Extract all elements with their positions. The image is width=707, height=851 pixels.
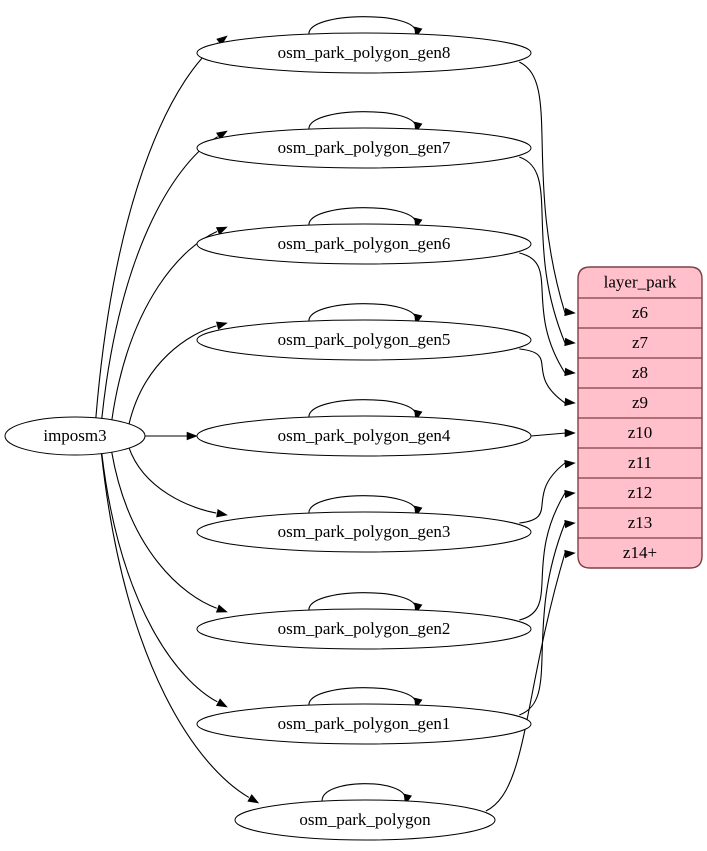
edge-imposm3-to-osm-park-polygon-gen1 xyxy=(101,453,218,703)
edge-osm-park-polygon-gen1-to-z13 xyxy=(519,522,566,716)
node-osm-park-polygon-gen5[interactable]: osm_park_polygon_gen5 xyxy=(196,319,532,361)
node-osm-park-polygon-gen1[interactable]: osm_park_polygon_gen1 xyxy=(196,703,532,745)
edge-imposm3-to-osm-park-polygon-gen3 xyxy=(128,447,217,514)
table-row-z8[interactable]: z8 xyxy=(632,363,648,382)
edge-arrowhead xyxy=(564,428,576,438)
node-imposm3-label: imposm3 xyxy=(43,426,106,445)
node-osm-park-polygon-gen2[interactable]: osm_park_polygon_gen2 xyxy=(196,608,532,650)
edge-osm-park-polygon-gen5-to-z9 xyxy=(519,348,566,404)
node-osm-park-polygon-gen5-shape[interactable] xyxy=(196,319,532,361)
node-osm-park-polygon-gen8-shape[interactable] xyxy=(196,32,532,74)
self-loop-osm-park-polygon-gen3 xyxy=(308,495,417,514)
self-loop-osm-park-polygon-gen6 xyxy=(308,207,417,226)
table-row-z9[interactable]: z9 xyxy=(632,393,648,412)
edge-arrowhead xyxy=(216,508,228,518)
node-imposm3-shape[interactable] xyxy=(4,416,146,456)
node-osm-park-polygon-gen3-shape[interactable] xyxy=(196,511,532,553)
nodes-layer: imposm3 osm_park_polygon_gen8 osm_park_pol… xyxy=(4,32,532,841)
edge-imposm3-to-osm-park-polygon-gen7 xyxy=(101,136,218,419)
node-osm-park-polygon-gen7-shape[interactable] xyxy=(196,127,532,169)
self-loop-osm-park-polygon-gen5 xyxy=(308,303,417,322)
node-osm-park-polygon-gen4[interactable]: osm_park_polygon_gen4 xyxy=(196,415,532,457)
edge-arrowhead xyxy=(564,367,576,377)
edge-arrowhead xyxy=(216,35,228,46)
edge-arrowhead xyxy=(564,337,576,347)
node-osm-park-polygon-gen8[interactable]: osm_park_polygon_gen8 xyxy=(196,32,532,74)
edge-osm-park-polygon-gen4-to-z10 xyxy=(530,432,567,437)
node-osm-park-polygon-gen7-label: osm_park_polygon_gen7 xyxy=(278,138,451,157)
node-osm-park-polygon-gen2-label: osm_park_polygon_gen2 xyxy=(278,619,451,638)
edge-arrowhead xyxy=(186,431,198,441)
layer-park-table: layer_park z6 z7 z8 z9 z10 z11 z12 z13 z14+ xyxy=(577,266,703,569)
table-row-z11[interactable]: z11 xyxy=(628,453,652,472)
edge-arrowhead xyxy=(564,489,576,499)
self-loop-osm-park-polygon-gen2 xyxy=(308,592,417,611)
node-osm-park-polygon-gen4-shape[interactable] xyxy=(196,415,532,457)
table-row-z10[interactable]: z10 xyxy=(628,423,653,442)
node-osm-park-polygon-gen8-label: osm_park_polygon_gen8 xyxy=(278,43,451,62)
edge-osm-park-polygon-gen7-to-z7 xyxy=(519,156,566,344)
node-osm-park-polygon-gen6-shape[interactable] xyxy=(196,223,532,265)
self-loop-osm-park-polygon-gen1 xyxy=(308,687,417,706)
table-row-z12[interactable]: z12 xyxy=(628,483,653,502)
node-osm-park-polygon-gen3[interactable]: osm_park_polygon_gen3 xyxy=(196,511,532,553)
edge-osm-park-polygon-gen6-to-z8 xyxy=(519,252,566,374)
node-osm-park-polygon-gen3-label: osm_park_polygon_gen3 xyxy=(278,522,451,541)
node-osm-park-polygon-shape[interactable] xyxy=(234,799,496,841)
edge-arrowhead xyxy=(564,397,576,407)
self-loop-osm-park-polygon xyxy=(321,783,406,802)
edge-arrowhead xyxy=(564,549,576,559)
node-osm-park-polygon-gen1-shape[interactable] xyxy=(196,703,532,745)
edge-osm-park-polygon-gen2-to-z12 xyxy=(519,492,566,621)
edge-arrowhead xyxy=(215,226,228,236)
node-osm-park-polygon[interactable]: osm_park_polygon xyxy=(234,799,496,841)
self-loop-osm-park-polygon-gen7 xyxy=(308,111,417,130)
node-osm-park-polygon-gen6[interactable]: osm_park_polygon_gen6 xyxy=(196,223,532,265)
node-imposm3[interactable]: imposm3 xyxy=(4,416,146,456)
edges-layer xyxy=(95,35,576,812)
node-osm-park-polygon-gen6-label: osm_park_polygon_gen6 xyxy=(278,234,451,253)
node-osm-park-polygon-label: osm_park_polygon xyxy=(299,810,431,829)
edge-arrowhead xyxy=(216,321,228,330)
table-row-z7[interactable]: z7 xyxy=(632,333,649,352)
node-osm-park-polygon-gen1-label: osm_park_polygon_gen1 xyxy=(278,714,451,733)
self-loop-osm-park-polygon-gen4 xyxy=(308,399,417,418)
table-row-z13[interactable]: z13 xyxy=(628,513,653,532)
edge-osm-park-polygon-to-z14+ xyxy=(485,552,566,812)
edge-imposm3-to-osm-park-polygon-gen6 xyxy=(111,230,218,421)
edge-arrowhead xyxy=(216,130,228,140)
edge-arrowhead xyxy=(247,794,260,804)
edge-imposm3-to-osm-park-polygon-gen5 xyxy=(128,325,217,425)
edge-arrowhead xyxy=(564,519,576,529)
edge-osm-park-polygon-gen8-to-z6 xyxy=(519,61,566,314)
node-osm-park-polygon-gen4-label: osm_park_polygon_gen4 xyxy=(278,426,451,445)
edge-arrowhead xyxy=(564,459,576,469)
table-row-z14+[interactable]: z14+ xyxy=(623,543,657,562)
edge-imposm3-to-osm-park-polygon-gen2 xyxy=(111,451,217,609)
node-osm-park-polygon-gen7[interactable]: osm_park_polygon_gen7 xyxy=(196,127,532,169)
edge-imposm3-to-osm-park-polygon-gen8 xyxy=(95,42,219,419)
layer-park-table-header: layer_park xyxy=(604,272,677,291)
self-loop-osm-park-polygon-gen8 xyxy=(308,16,417,35)
edge-arrowhead xyxy=(215,604,228,613)
node-osm-park-polygon-gen2-shape[interactable] xyxy=(196,608,532,650)
edge-arrowhead xyxy=(564,307,576,317)
edge-arrowhead xyxy=(215,698,228,708)
node-osm-park-polygon-gen5-label: osm_park_polygon_gen5 xyxy=(278,330,451,349)
table-row-z6[interactable]: z6 xyxy=(632,303,648,322)
edge-imposm3-to-osm-park-polygon xyxy=(100,453,250,798)
edge-osm-park-polygon-gen3-to-z11 xyxy=(519,462,566,524)
